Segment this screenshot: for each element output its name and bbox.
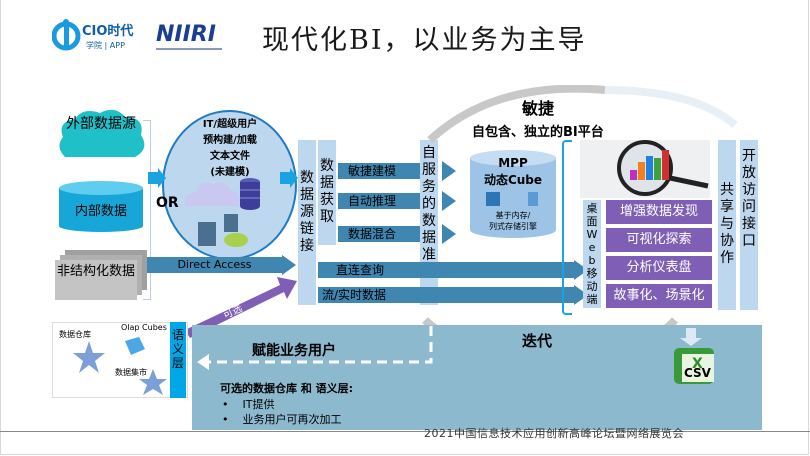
- or-label: OR: [156, 195, 179, 211]
- empower-label: 赋能业务用户: [252, 343, 336, 359]
- external-source-cloud: 外部数据源: [55, 107, 147, 165]
- data-source-link-column: 数据源链接: [298, 140, 316, 305]
- cio-logo-icon: [51, 19, 81, 51]
- magnifier-chart-image: [580, 140, 710, 198]
- oval-text: IT/超级用户 预构建/加载 文本文件 (未建模): [202, 119, 258, 178]
- cylinder-icon: [470, 150, 556, 238]
- semantic-layer-bar: 语义层: [170, 322, 186, 398]
- optional-warehouse-title: 可选的数据仓库 和 语义层:: [220, 382, 354, 395]
- channels-column: 桌面 Web 移动端: [583, 200, 601, 308]
- feature-visual-exploration: 可视化探索: [606, 228, 712, 252]
- preloaded-data-oval: [162, 110, 297, 260]
- cloud-icon: [59, 109, 145, 157]
- sources-bracket: [143, 120, 151, 300]
- arrow-right-icon: [282, 255, 296, 275]
- data-acquisition-column: 数据获取: [318, 140, 336, 245]
- arrow-right-icon: [442, 224, 456, 244]
- oval-icons: [185, 178, 260, 247]
- arrow-right-icon: [280, 168, 298, 188]
- feature-data-discovery: 增强数据发现: [606, 200, 712, 224]
- feature-analytics-dashboard: 分析仪表盘: [606, 256, 712, 280]
- bar-direct-query: 直连查询: [318, 262, 574, 278]
- open-access-column: 开放访问接口: [740, 140, 758, 310]
- share-collaborate-column: 共享与协作: [718, 140, 736, 310]
- arrow-right-icon: [442, 161, 456, 181]
- cio-logo-sub: 学院 | APP: [86, 41, 125, 50]
- iterate-label: 迭代: [522, 332, 553, 350]
- database-icon: [240, 178, 260, 210]
- arrow-right-icon: [442, 191, 456, 211]
- direct-access-arrow: Direct Access: [147, 257, 282, 273]
- unstructured-source-label: 非结构化数据: [55, 260, 137, 300]
- csv-excel-icon: X: [674, 328, 714, 384]
- star-schema-icon: [73, 337, 167, 395]
- unstructured-source-stack: 非结构化数据: [55, 250, 150, 300]
- bottom-empower-band: [192, 325, 762, 430]
- external-source-label: 外部数据源: [66, 116, 136, 132]
- cloud-icon: [185, 182, 239, 206]
- warehouse-diagram: 数据仓库 Olap Cubes 数据集市: [52, 322, 188, 398]
- bullet-item: • 业务用户可再次加工: [222, 413, 342, 426]
- server-icon: [198, 214, 238, 246]
- svg-text:X: X: [692, 356, 703, 372]
- database-cylinder-icon: [59, 181, 143, 232]
- csv-label: CSV: [684, 366, 711, 380]
- feature-storytelling: 故事化、场景化: [606, 284, 712, 308]
- arrow-right-icon: [148, 168, 166, 188]
- footer-divider: [0, 431, 810, 432]
- niiri-logo-text: NIIRI: [156, 22, 216, 47]
- bar-auto-inference: 自动推理: [338, 193, 420, 209]
- feature-brace: [562, 140, 572, 315]
- mpp-cube-cylinder: MPP 动态Cube 基于内存/ 列式存储引擎: [468, 150, 558, 240]
- optional-arrow: [185, 277, 297, 338]
- agile-title: 敏捷: [522, 99, 555, 118]
- internal-source-label: 内部数据: [74, 204, 127, 219]
- bar-data-blending: 数据混合: [338, 226, 420, 242]
- dashed-return-arrow: [197, 326, 433, 370]
- cio-logo-text: CIO时代: [82, 24, 134, 39]
- footer-text: 2021中国信息技术应用创新高峰论坛暨网络展览会: [424, 427, 684, 440]
- platform-subtitle: 自包含、独立的BI平台: [472, 125, 604, 140]
- bullet-item: • IT提供: [222, 398, 275, 411]
- internal-source-cylinder: 内部数据: [57, 180, 145, 232]
- niiri-logo: NIIRI: [156, 20, 226, 52]
- cio-logo: CIO时代 学院 | APP: [51, 18, 144, 54]
- bar-agile-modeling: 敏捷建模: [338, 163, 420, 179]
- page-title: 现代化BI，以业务为主导: [262, 25, 587, 56]
- hadoop-elephant-icon: [224, 233, 248, 247]
- bar-streaming-data: 流/实时数据: [318, 287, 574, 303]
